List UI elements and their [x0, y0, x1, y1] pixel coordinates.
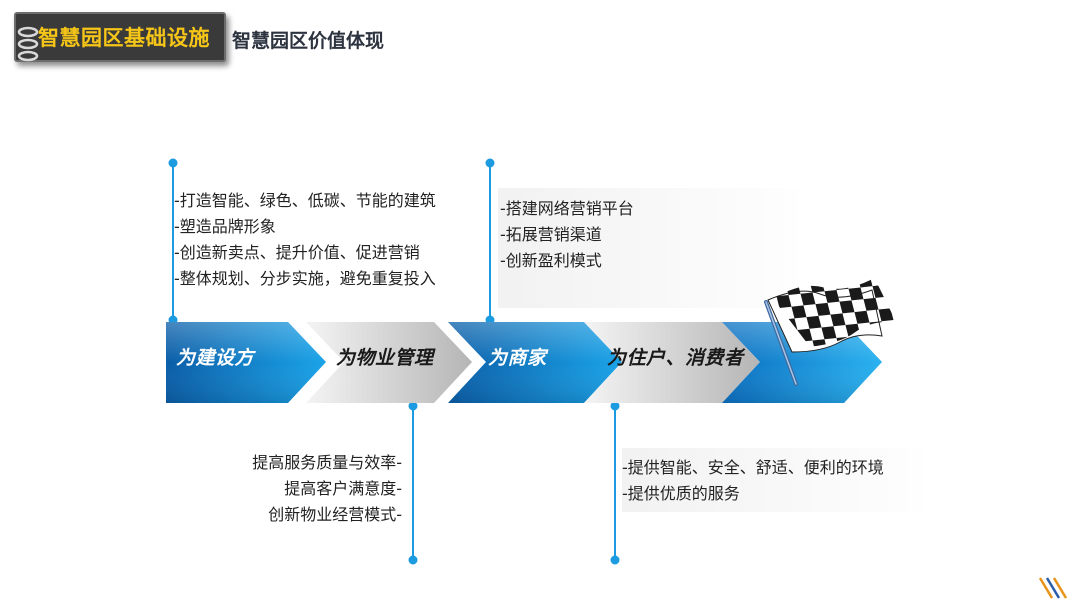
list-item: -塑造品牌形象 — [174, 217, 276, 236]
stage-label-property: 为物业管理 — [336, 347, 434, 369]
list-item: -打造智能、绿色、低碳、节能的建筑 — [174, 191, 436, 210]
connector-dot — [485, 158, 495, 168]
list-item: 创新物业经营模式- — [268, 505, 402, 524]
stage-label-merchant: 为商家 — [488, 347, 547, 369]
resident-benefits: -提供智能、安全、舒适、便利的环境 -提供优质的服务 — [622, 455, 884, 507]
stage-label-resident: 为住户、消费者 — [607, 347, 744, 369]
stage-arrow-resident — [584, 322, 760, 403]
header-badge: 智慧园区基础设施 — [14, 12, 226, 62]
merchant-panel-background — [498, 188, 798, 308]
badge-title: 智慧园区基础设施 — [38, 26, 210, 50]
list-item: -提供智能、安全、舒适、便利的环境 — [622, 458, 884, 477]
property-benefits: 提高服务质量与效率- 提高客户满意度- 创新物业经营模式- — [252, 450, 402, 528]
connector-dot — [610, 401, 620, 411]
resident-panel-background — [622, 448, 922, 512]
stage-label-developer: 为建设方 — [176, 347, 255, 369]
page-title: 智慧园区价值体现 — [232, 30, 385, 52]
list-item: -创造新卖点、提升价值、促进营销 — [174, 243, 420, 262]
connector-dot — [408, 555, 418, 565]
checkered-flag-icon — [764, 276, 894, 386]
list-item: -拓展营销渠道 — [500, 225, 602, 244]
list-item: -提供优质的服务 — [622, 484, 740, 503]
list-item: -整体规划、分步实施，避免重复投入 — [174, 269, 436, 288]
list-item: -搭建网络营销平台 — [500, 199, 634, 218]
corner-logo-icon — [1038, 577, 1068, 599]
connector-dot — [408, 401, 418, 411]
developer-benefits: -打造智能、绿色、低碳、节能的建筑 -塑造品牌形象 -创造新卖点、提升价值、促进… — [174, 188, 436, 292]
list-item: 提高服务质量与效率- — [252, 453, 402, 472]
binder-rings-icon — [17, 26, 39, 62]
merchant-benefits: -搭建网络营销平台 -拓展营销渠道 -创新盈利模式 — [500, 196, 634, 274]
connector-dot — [610, 555, 620, 565]
list-item: 提高客户满意度- — [284, 479, 402, 498]
stage-arrow-property — [306, 322, 472, 403]
connector-dot — [168, 158, 178, 168]
list-item: -创新盈利模式 — [500, 251, 602, 270]
